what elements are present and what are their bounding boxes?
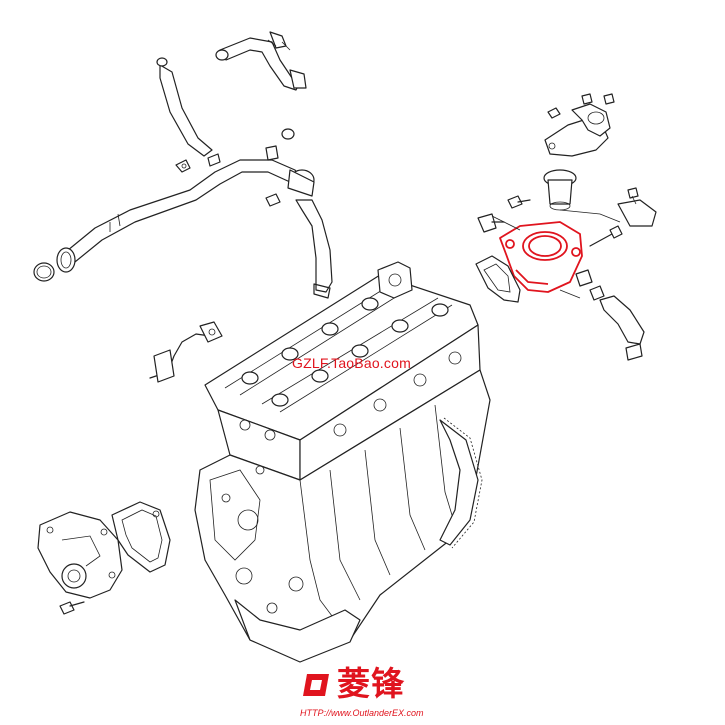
bypass-hose-top[interactable] xyxy=(215,37,307,91)
flywheel xyxy=(439,417,483,549)
small-hose-right[interactable] xyxy=(589,285,645,361)
thermostat-housing-gasket[interactable] xyxy=(499,221,583,293)
water-pump-gasket[interactable] xyxy=(111,501,171,573)
water-hose-middle[interactable] xyxy=(295,199,333,299)
brand-logo-text: 菱锋 xyxy=(337,664,405,703)
brand-logo-icon xyxy=(303,674,329,696)
thermostat-cover-bolts[interactable] xyxy=(547,93,615,119)
housing-bolt-long[interactable] xyxy=(589,225,623,247)
clip-small-2[interactable] xyxy=(265,145,279,161)
clip-small-1[interactable] xyxy=(207,153,221,167)
brand-url[interactable]: HTTP://www.OutlanderEX.com xyxy=(300,708,424,718)
water-pump-bolt[interactable] xyxy=(59,601,85,615)
o-ring-left[interactable] xyxy=(33,262,55,282)
sensor-wire-harness[interactable] xyxy=(149,321,223,383)
water-inlet-pipe[interactable] xyxy=(56,159,315,273)
thermostat[interactable] xyxy=(543,169,577,211)
bolt-small-1[interactable] xyxy=(175,159,191,173)
temperature-sensor[interactable] xyxy=(477,213,505,233)
leader-lines xyxy=(491,209,621,299)
bypass-pipe-upper[interactable] xyxy=(156,57,213,157)
camshaft-lobes xyxy=(241,297,449,407)
o-ring-small-1[interactable] xyxy=(281,128,295,140)
hose-clamp-top[interactable] xyxy=(269,31,287,49)
brand-logo: 菱锋 xyxy=(303,665,443,705)
water-pump[interactable] xyxy=(37,511,123,599)
bracket-right[interactable] xyxy=(617,187,657,227)
bolt-small-2[interactable] xyxy=(265,193,281,207)
bolt-thermostat-top[interactable] xyxy=(507,195,531,209)
thermostat-housing-bracket[interactable] xyxy=(475,255,521,303)
engine-block xyxy=(194,261,491,663)
watermark-text: GZLF.TaoBao.com xyxy=(292,355,411,371)
sensor-right[interactable] xyxy=(575,269,593,287)
thermostat-cover[interactable] xyxy=(544,103,611,157)
